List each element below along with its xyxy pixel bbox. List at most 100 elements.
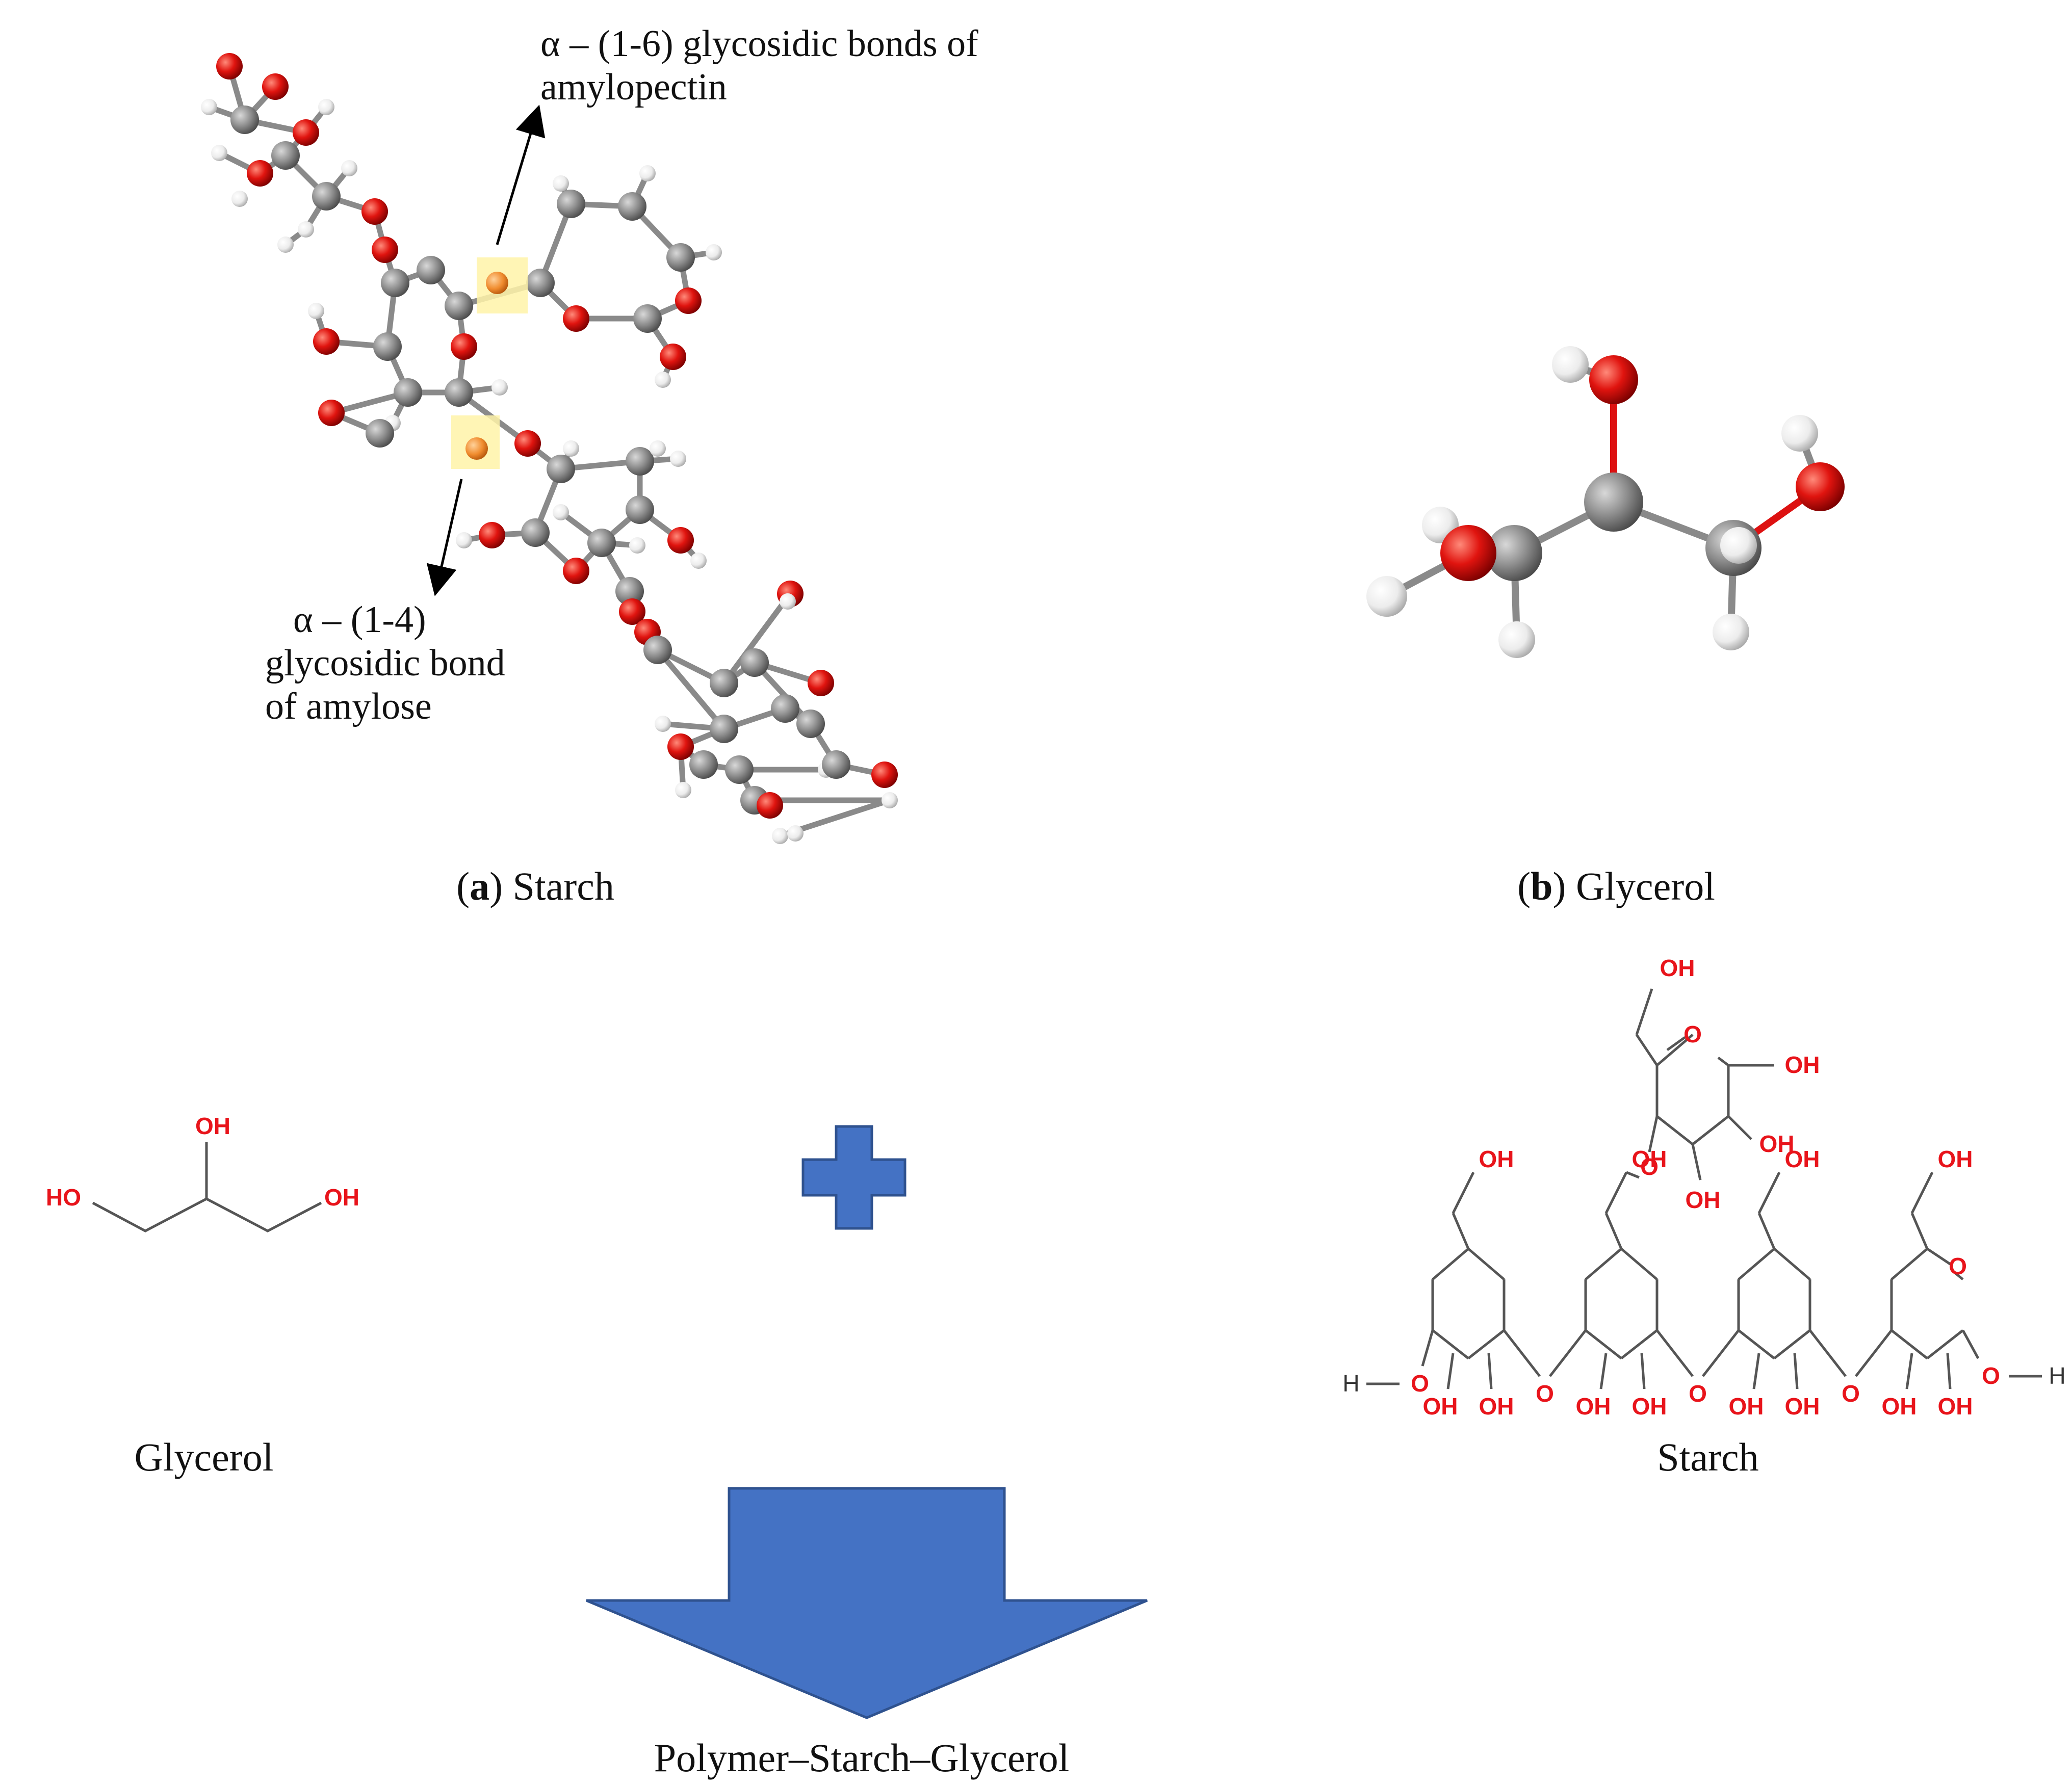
hydrogen-atom: [1781, 415, 1818, 452]
oxygen-atom: [479, 522, 505, 548]
starch-skeleton-bond: [1656, 1329, 1694, 1377]
hydrogen-atom: [456, 532, 472, 548]
oxygen-atom: [1796, 462, 1845, 511]
starch-skeleton-bond: [1549, 1329, 1587, 1377]
starch-skeleton-bond: [1727, 1115, 1752, 1140]
reaction-arrow: [586, 1487, 1148, 1719]
carbon-atom: [1486, 525, 1542, 581]
carbon-atom: [445, 292, 473, 320]
carbon-atom: [626, 495, 654, 524]
oxygen-atom: [361, 198, 388, 225]
starch-skeleton-bond: [1620, 1248, 1658, 1280]
carbon-atom: [710, 669, 738, 697]
hydrogen-atom: [1713, 614, 1749, 650]
oxygen-atom: [660, 344, 686, 370]
oxygen-atom: [667, 733, 694, 760]
glycerol-oh-right: OH: [324, 1184, 359, 1211]
alpha-1-4-oxygen-atom: [465, 437, 488, 460]
starch-label: Starch: [1657, 1435, 1758, 1479]
oxygen-atom: [514, 430, 541, 457]
ring-oxygen-label: O: [1684, 1021, 1702, 1047]
hydrogen-atom: [1498, 621, 1535, 658]
glycerol-skeletal-formula: HO OH OH: [46, 1113, 359, 1232]
carbon-atom: [666, 243, 695, 272]
starch-skeleton-bond: [1626, 1171, 1640, 1179]
oxygen-atom: [1589, 355, 1638, 404]
starch-skeleton-bond: [1773, 1329, 1811, 1359]
carbon-atom: [796, 710, 825, 738]
carbon-atom: [633, 304, 662, 333]
starch-skeleton-bond: [1905, 1353, 1913, 1389]
starch-skeleton-bond: [1793, 1353, 1799, 1389]
carbon-atom: [312, 182, 341, 211]
carbon-atom: [740, 648, 769, 677]
glycerol-ho-left: HO: [46, 1184, 81, 1211]
starch-skeleton-bond: [1467, 1329, 1505, 1359]
starch-skeleton-bond: [1432, 1248, 1469, 1280]
glycerol-skeleton-bonds: [92, 1197, 322, 1232]
alpha-1-4-annotation-line1: α – (1-4): [293, 599, 426, 641]
starch-skeleton-bond: [1446, 1353, 1455, 1389]
oxygen-atom: [372, 237, 398, 263]
hydrogen-atom: [639, 165, 656, 181]
carbon-atom: [271, 141, 300, 170]
branch-oxygen-label: O: [1640, 1153, 1659, 1180]
hydrogen-atom: [675, 782, 691, 798]
panel-b-name: Glycerol: [1576, 864, 1715, 908]
oxygen-atom: [318, 400, 345, 426]
glycerol-label: Glycerol: [135, 1435, 274, 1479]
carbon-atom: [822, 750, 850, 779]
carbon-atom: [771, 694, 799, 723]
oxygen-atom: [563, 305, 589, 332]
starch-skeleton-bond: [1702, 1329, 1740, 1377]
carbon-atom: [1584, 472, 1643, 532]
hydrogen-atom: [553, 175, 569, 192]
oxygen-atom: [293, 119, 319, 146]
starch-skeleton-bond: [1910, 1171, 1934, 1214]
hydrogen-atom: [650, 440, 666, 457]
starch-skeleton-bond: [1585, 1248, 1622, 1280]
oh-label: OH: [1423, 1393, 1458, 1420]
terminal-hydrogen-label: H: [1342, 1370, 1359, 1397]
starch-skeleton-bond: [1656, 1034, 1694, 1066]
starch-skeleton-bond: [1599, 1353, 1608, 1389]
starch-skeleton-bond: [1809, 1329, 1847, 1377]
starch-skeleton-bond: [1926, 1247, 1951, 1266]
starch-skeleton-bond: [1890, 1329, 1928, 1359]
panel-a-letter: a: [470, 864, 489, 908]
hydrogen-atom: [690, 553, 707, 569]
oxygen-atom: [313, 328, 340, 355]
hydrogen-atom: [780, 593, 796, 610]
carbon-atom: [381, 269, 409, 297]
oh-label: OH: [1729, 1393, 1764, 1420]
starch-skeleton-bond: [1604, 1213, 1623, 1249]
starch-skeleton-bond: [1946, 1353, 1952, 1389]
starch-skeleton-bond: [1757, 1171, 1781, 1214]
oxygen-atom: [619, 598, 645, 625]
carbon-atom: [445, 378, 473, 407]
hydrogen-atom: [318, 99, 334, 115]
hydrogen-atom: [1720, 527, 1757, 564]
glycosidic-oxygen-label: O: [1842, 1380, 1860, 1407]
starch-skeleton-bond: [1585, 1329, 1622, 1359]
carbon-atom: [725, 755, 754, 784]
carbon-atom: [417, 256, 445, 284]
hydrogen-atom: [629, 537, 645, 554]
hydrogen-atom: [491, 379, 508, 396]
plus-sign: [801, 1125, 906, 1230]
starch-bond: [655, 647, 727, 732]
hydrogen-atom: [706, 244, 722, 260]
oh-label: OH: [1660, 955, 1695, 981]
oh-label: OH: [1576, 1393, 1611, 1420]
oh-label: OH: [1686, 1187, 1721, 1213]
oh-label: OH: [1479, 1146, 1514, 1172]
hydrogen-atom: [655, 372, 671, 388]
hydrogen-atom: [298, 221, 314, 238]
oh-label: OH: [1938, 1393, 1973, 1420]
oh-label: OH: [1759, 1131, 1795, 1157]
starch-skeleton-bond: [1452, 1171, 1475, 1214]
terminal-hydrogen-label: H: [2049, 1362, 2065, 1389]
starch-skeleton-bond: [1692, 1115, 1729, 1145]
terminal-oxygen-label: O: [1411, 1370, 1429, 1397]
carbon-atom: [643, 636, 672, 664]
